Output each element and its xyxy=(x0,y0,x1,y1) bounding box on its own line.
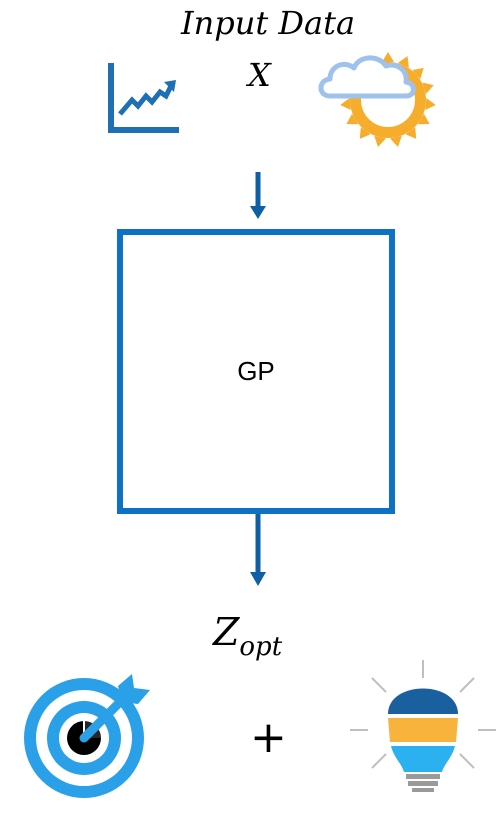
plus-sign: + xyxy=(250,712,287,763)
gp-label: GP xyxy=(237,356,275,386)
cloud-icon xyxy=(318,55,416,99)
trend-chart-icon xyxy=(108,63,179,133)
lightbulb-icon xyxy=(350,660,496,792)
input-variable: X xyxy=(248,56,271,94)
gp-model-box: GP xyxy=(117,229,395,514)
input-data-title: Input Data xyxy=(180,4,356,42)
light-rays xyxy=(350,660,496,769)
input-arrow xyxy=(250,172,266,219)
target-icon xyxy=(24,674,150,798)
output-arrow xyxy=(250,514,266,586)
weather-icon xyxy=(318,52,436,147)
output-variable-main: Z xyxy=(213,610,240,654)
output-variable-subscript: opt xyxy=(239,632,283,662)
output-variable: Zopt xyxy=(213,610,282,662)
